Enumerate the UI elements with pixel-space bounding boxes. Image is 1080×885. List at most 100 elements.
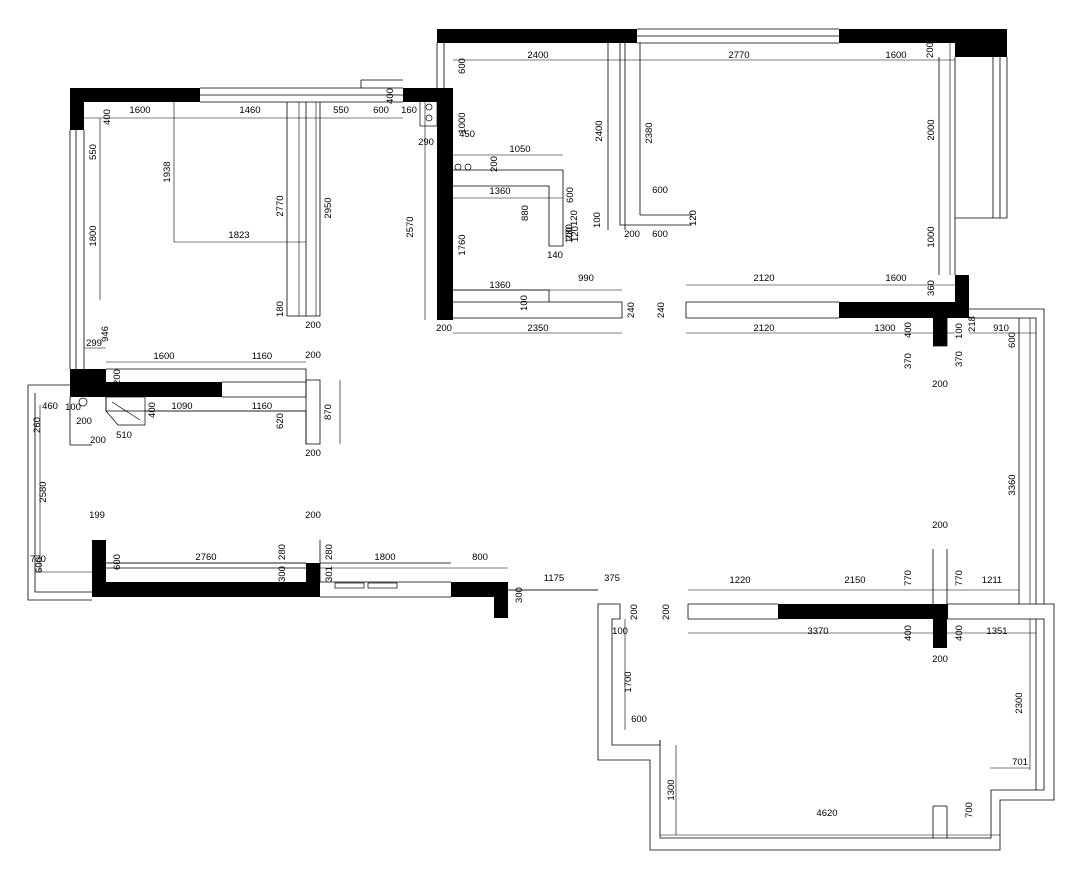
dimension-label: 1160 [252,401,272,412]
dimension-label: 100 [592,212,603,228]
dimension-label: 218 [967,316,978,332]
dimension-label: 770 [954,570,965,586]
dimension-label: 200 [90,435,106,446]
dimension-label: 200 [76,416,92,427]
dimension-label: 140 [547,250,563,261]
dimension-label: 1300 [874,323,895,334]
dimension-label: 1800 [88,225,99,246]
wall-segment [70,369,106,397]
dimension-label: 200 [436,323,452,334]
dimension-label: 2120 [753,273,774,284]
dimension-label: 1300 [666,779,677,800]
dimension-label: 200 [305,320,321,331]
dimension-label: 2000 [926,119,937,140]
dimension-lines [35,43,1036,836]
dimension-label: 2380 [644,122,655,143]
dimension-label: 600 [457,58,468,74]
dimension-label: 360 [926,280,937,296]
dimension-label: 400 [147,402,158,418]
dimension-label: 701 [1012,757,1028,768]
wall-segment [494,582,508,618]
dimension-label: 880 [520,205,531,221]
wall-segment [437,88,453,320]
dimension-label: 3370 [807,626,828,637]
kitchen-counter [105,396,146,426]
dimension-label: 200 [305,510,321,521]
dimension-label: 1600 [153,351,174,362]
dimension-label: 280 [564,224,575,240]
dimension-label: 300 [514,587,525,603]
dimension-label: 160 [401,105,417,116]
dimension-label: 2770 [728,50,749,61]
dimension-label: 200 [629,604,640,620]
dimension-label: 120 [569,210,580,226]
dimension-label: 260 [32,417,43,433]
wall-segment [92,582,320,597]
dimension-label: 1600 [885,273,906,284]
kitchen-appliance [367,582,398,589]
dimension-label: 1600 [885,50,906,61]
dimension-label: 400 [102,109,113,125]
dimension-label: 200 [305,448,321,459]
dimension-label: 375 [604,573,620,584]
dimension-label: 1090 [171,401,192,412]
dimension-label: 200 [932,520,948,531]
dimension-label: 3360 [1007,474,1018,495]
dimension-label: 600 [34,557,45,573]
dimension-label: 200 [661,604,672,620]
wall-segment [933,604,947,648]
dimension-label: 1360 [489,186,510,197]
dimension-label: 200 [932,379,948,390]
kitchen-appliance [334,582,365,589]
dimension-label: 100 [954,323,965,339]
dimension-label: 2570 [405,216,416,237]
dimension-label: 550 [88,144,99,160]
dimension-label: 600 [373,105,389,116]
dimension-label: 1351 [986,626,1007,637]
dimension-label: 200 [932,654,948,665]
wall-segment [306,563,320,597]
dimension-label: 460 [42,401,58,412]
dimension-label: 1823 [228,230,249,241]
stove [419,99,438,127]
wall-segment [778,604,948,619]
dimension-label: 200 [624,229,640,240]
dimension-label: 180 [275,301,286,317]
dimension-label: 2580 [38,481,49,502]
dimension-label: 870 [323,404,334,420]
dimension-label: 946 [100,326,111,342]
dimension-label: 280 [324,544,335,560]
wall-outlines [27,28,1055,851]
dimension-label: 4620 [816,808,837,819]
dimension-label: 200 [112,369,123,385]
dimension-label: 800 [472,552,488,563]
dimension-label: 370 [954,351,965,367]
dimension-label: 100 [519,295,530,311]
dimension-label: 120 [570,226,581,242]
wall-segment [933,318,947,346]
wall-segment [70,88,84,130]
wall-segment [451,582,508,597]
dimension-label: 280 [277,544,288,560]
dimension-label: 200 [305,350,321,361]
dimension-label: 2400 [594,120,605,141]
dimension-label: 120 [688,210,699,226]
dimension-label: 910 [993,323,1009,334]
wall-segment [955,29,1007,57]
dimension-label: 600 [631,714,647,725]
dimension-label: 299 [86,338,102,349]
dimension-label: 370 [903,353,914,369]
dimension-label: 550 [333,105,349,116]
dimension-label: 2150 [844,575,865,586]
dimension-label: 2760 [195,552,216,563]
wall-segment [437,29,637,43]
dimension-label: 2770 [275,195,286,216]
dimension-label: 2120 [753,323,774,334]
wall-segment [106,382,222,397]
dimension-label: 1160 [252,351,272,362]
dimension-label: 1760 [457,234,468,255]
dimension-label: 600 [1007,332,1018,348]
dimension-label: 600 [652,185,668,196]
